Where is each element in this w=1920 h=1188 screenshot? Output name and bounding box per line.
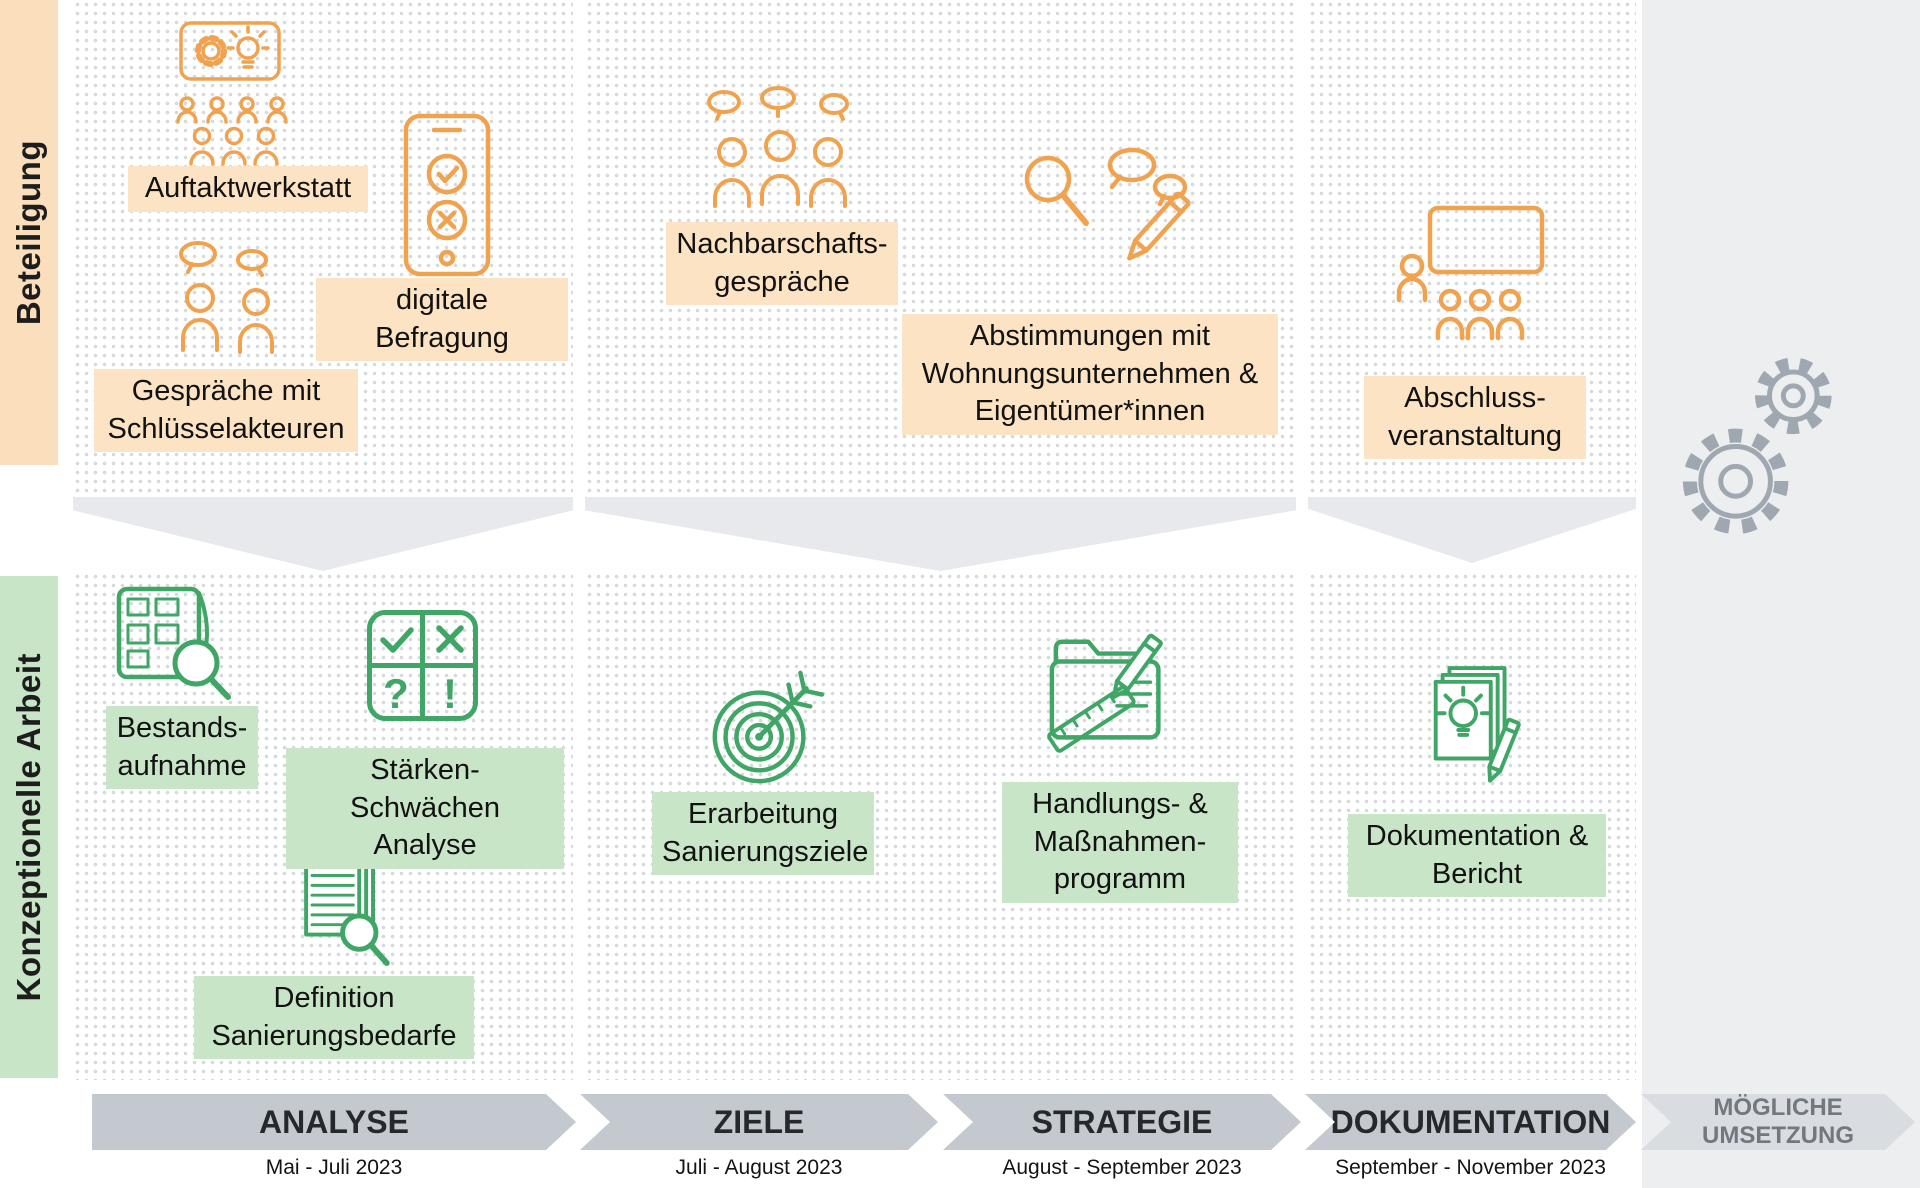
phase-arrow-analyse: ANALYSE bbox=[92, 1094, 576, 1150]
lane-divider-chevron bbox=[585, 497, 1296, 571]
report-lightbulb-pencil-icon bbox=[1418, 662, 1536, 796]
label-erarbeitung-sanierungsziele: Erarbeitung Sanierungsziele bbox=[652, 792, 874, 876]
label-gespraeche-schluesselakteure: Gespräche mit Schlüsselakteuren bbox=[94, 369, 358, 453]
phase-label: ZIELE bbox=[713, 1103, 805, 1140]
phase-label: DOKUMENTATION bbox=[1330, 1103, 1611, 1140]
label-staerken-schwaechen: Stärken-Schwächen Analyse bbox=[286, 748, 564, 870]
implementation-panel bbox=[1642, 0, 1920, 1188]
gears-icon bbox=[1672, 342, 1847, 557]
phase-label: STRATEGIE bbox=[1031, 1103, 1213, 1140]
label-dokumentation-bericht: Dokumentation & Bericht bbox=[1348, 814, 1606, 898]
label-auftaktwerkstatt: Auftaktwerkstatt bbox=[128, 166, 368, 212]
phase-arrow-strategie: STRATEGIE bbox=[943, 1094, 1301, 1150]
phase-arrow-dokumentation: DOKUMENTATION bbox=[1305, 1094, 1636, 1150]
phone-survey-icon bbox=[402, 112, 492, 278]
label-handlungsprogramm: Handlungs- & Maßnahmen- programm bbox=[1002, 782, 1238, 904]
phase-dates-dokumentation: September - November 2023 bbox=[1335, 1156, 1606, 1179]
lane-divider-chevron bbox=[1308, 497, 1636, 563]
phase-dates-analyse: Mai - Juli 2023 bbox=[265, 1156, 403, 1179]
group-conversation-icon bbox=[694, 86, 862, 210]
phase-label: MÖGLICHE UMSETZUNG bbox=[1702, 1094, 1854, 1149]
phase-dates-ziele: Juli - August 2023 bbox=[675, 1156, 843, 1179]
map-magnifier-icon bbox=[114, 583, 234, 701]
svg-text:?: ? bbox=[383, 670, 409, 717]
phase-arrow-ziele: ZIELE bbox=[580, 1094, 938, 1150]
svg-text:!: ! bbox=[443, 670, 457, 717]
phase-arrow-moegliche-umsetzung: MÖGLICHE UMSETZUNG bbox=[1641, 1094, 1915, 1150]
swot-grid-icon: ? ! bbox=[365, 608, 480, 723]
label-digitale-befragung: digitale Befragung bbox=[316, 278, 568, 362]
lane-divider-chevron bbox=[73, 497, 573, 571]
workshop-icon bbox=[178, 20, 282, 82]
lane-label-text: Konzeptionelle Arbeit bbox=[10, 652, 47, 1002]
label-abschlussveranstaltung: Abschluss- veranstaltung bbox=[1364, 376, 1586, 460]
folder-ruler-pencil-icon bbox=[1040, 625, 1190, 765]
label-bestandsaufnahme: Bestands- aufnahme bbox=[106, 706, 258, 790]
label-definition-sanierungsbedarfe: Definition Sanierungsbedarfe bbox=[194, 976, 474, 1060]
phase-label: ANALYSE bbox=[259, 1103, 409, 1140]
dialogue-icon bbox=[168, 238, 292, 358]
lane-label-conceptual: Konzeptionelle Arbeit bbox=[0, 576, 58, 1078]
label-nachbarschaftsgespraeche: Nachbarschafts- gespräche bbox=[666, 222, 898, 306]
presentation-icon bbox=[1394, 204, 1546, 344]
consultation-icon bbox=[1012, 135, 1200, 290]
label-abstimmungen: Abstimmungen mit Wohnungsunternehmen & E… bbox=[902, 314, 1278, 436]
crowd-icon bbox=[170, 94, 300, 172]
lane-label-participation: Beteiligung bbox=[0, 0, 58, 465]
target-icon bbox=[702, 662, 826, 794]
lane-label-text: Beteiligung bbox=[10, 139, 47, 326]
phase-dates-strategie: August - September 2023 bbox=[1002, 1156, 1242, 1179]
